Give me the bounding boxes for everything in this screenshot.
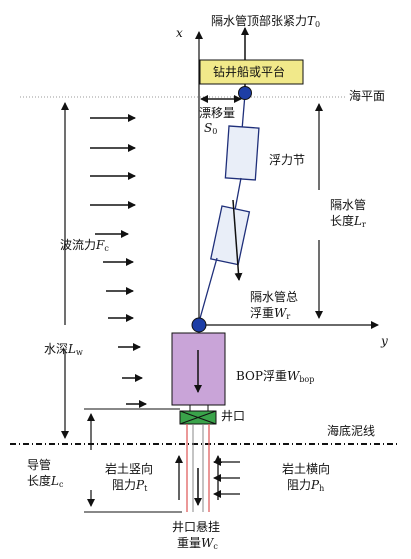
riser-string [198,93,260,323]
soil-lateral-label-2: 阻力Ph [287,478,325,493]
buoyancy-label: 浮力节 [269,153,306,167]
bottom-joint-node [191,317,207,333]
riser-middle-link [234,177,242,211]
wave-force-label: 波流力Fc [60,238,109,253]
soil-lateral-label-1: 岩土横向 [282,462,331,476]
conductor-pipe [186,424,210,512]
buoyancy-module-upper [224,125,260,181]
conductor-length-label-1: 导管 [27,458,52,472]
x-axis-label: x [176,26,183,40]
soil-lateral-arrows [213,458,240,498]
buoyancy-module-lower [210,205,251,266]
bop-label: BOP浮重Wbop [236,369,315,384]
conductor-length-label-2: 长度Lc [27,474,64,489]
riser-upper-link [241,93,246,131]
riser-length-label-1: 隔水管 [330,198,367,212]
top-tension-label: 隔水管顶部张紧力T0 [211,14,321,29]
wave-force-arrows [90,114,147,408]
water-depth-label: 水深Lw [44,342,83,357]
soil-vertical-label-1: 岩土竖向 [105,462,154,476]
riser-weight-label-1: 隔水管总 [250,290,299,304]
soil-vertical-label-2: 阻力Pt [112,478,148,493]
hang-weight-label-1: 井口悬挂 [172,520,221,534]
drift-label: 漂移量 [199,106,236,120]
platform-label: 钻井船或平台 [213,65,286,79]
drift-symbol: S0 [204,121,218,136]
hang-weight-label-2: 重量Wc [177,536,218,551]
riser-weight-arrow [232,199,243,281]
wellhead-label: 井口 [221,409,246,423]
sea-level-label: 海平面 [349,89,386,103]
y-axis-label: y [381,334,388,348]
mudline-label: 海底泥线 [327,424,376,438]
top-joint-node [238,86,252,100]
platform-box [199,59,304,85]
riser-lower-link [198,257,218,323]
riser-weight-label-2: 浮重Wr [250,306,291,321]
riser-length-label-2: 长度Lr [330,214,366,229]
